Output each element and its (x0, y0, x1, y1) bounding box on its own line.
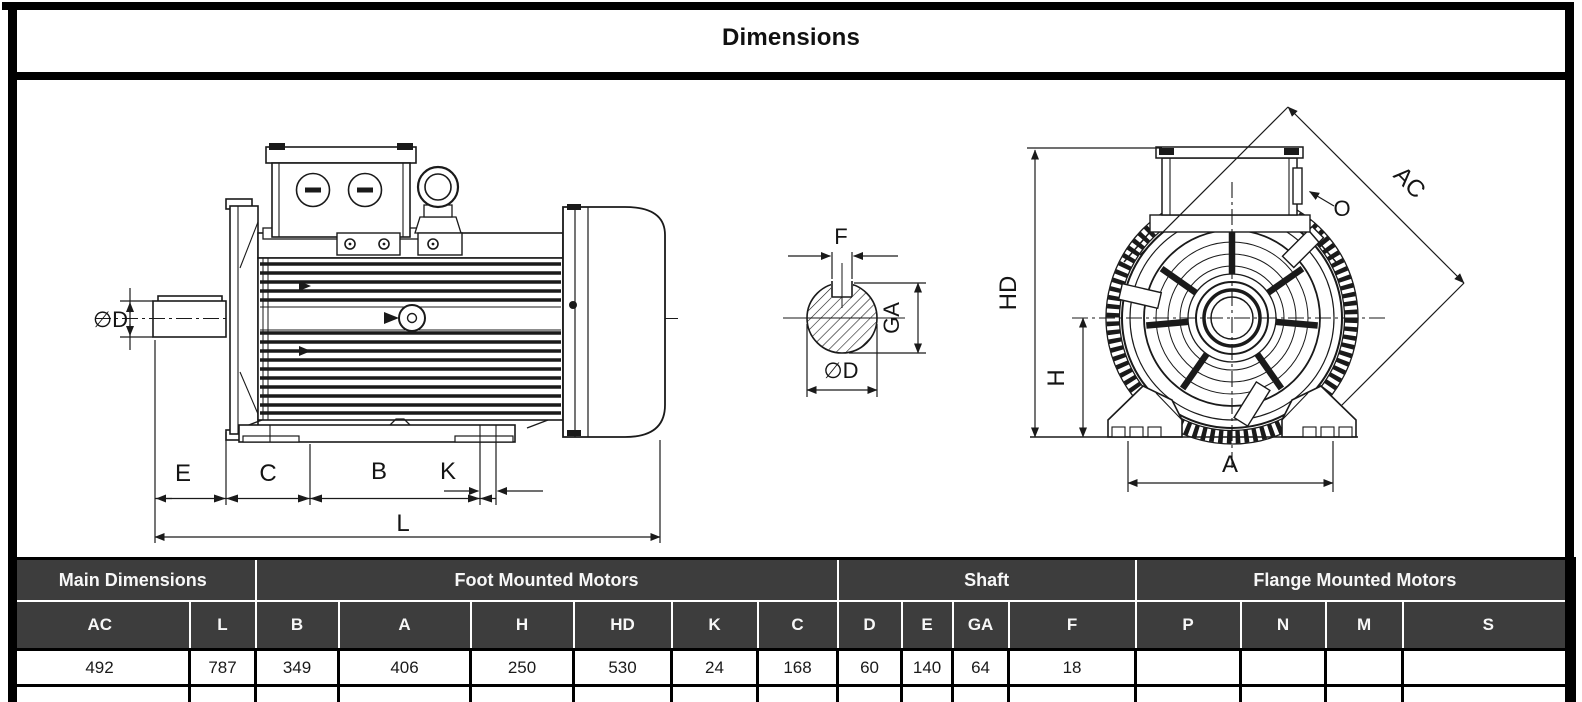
empty-cell (755, 684, 840, 702)
column-header-a: A (337, 600, 472, 651)
column-header-f: F (1007, 600, 1137, 651)
column-header-l: L (188, 600, 257, 651)
dim-label-a: A (1222, 451, 1238, 478)
table-empty-row (8, 684, 1577, 702)
empty-cell (670, 684, 759, 702)
empty-cell (254, 684, 340, 702)
column-header-ga: GA (951, 600, 1010, 651)
empty-cell (1239, 684, 1328, 702)
column-header-h: H (469, 600, 575, 651)
dim-label-f: F (834, 224, 847, 249)
motor-dimension-drawing: ∅D E C B K L F GA ∅D (93, 106, 1465, 543)
dim-label-hd: HD (995, 276, 1022, 311)
column-header-s: S (1401, 600, 1577, 651)
empty-cell (572, 684, 673, 702)
value-a: 406 (337, 648, 472, 687)
value-n (1239, 648, 1328, 687)
dimensions-table: Main Dimensions Foot Mounted Motors Shaf… (8, 557, 1577, 702)
column-header-k: K (670, 600, 759, 651)
dim-label-c: C (259, 460, 276, 487)
value-e: 140 (900, 648, 955, 687)
value-d: 60 (836, 648, 904, 687)
dim-label-k: K (440, 458, 456, 485)
column-header-ac: AC (8, 600, 191, 651)
value-s (1401, 648, 1577, 687)
side-view-dimensions (120, 288, 661, 543)
table-group-header-row: Main Dimensions Foot Mounted Motors Shaf… (8, 557, 1577, 602)
frame-rule-right (1565, 2, 1574, 702)
dim-label-o: O (1333, 196, 1350, 221)
value-p (1134, 648, 1243, 687)
shaft-section-dimensions (788, 251, 926, 397)
empty-cell (1007, 684, 1138, 702)
dim-label-b: B (371, 458, 387, 485)
column-header-b: B (254, 600, 340, 651)
value-hd: 530 (572, 648, 673, 687)
column-header-p: P (1134, 600, 1242, 651)
empty-cell (8, 684, 191, 702)
column-header-m: M (1324, 600, 1404, 651)
value-c: 168 (755, 648, 840, 687)
dim-label-diameter-d-side: ∅D (93, 307, 128, 332)
empty-cell (188, 684, 257, 702)
group-flange-mounted-motors: Flange Mounted Motors (1134, 557, 1577, 602)
group-shaft: Shaft (836, 557, 1137, 602)
empty-cell (951, 684, 1011, 702)
dim-label-l: L (396, 510, 409, 537)
column-header-n: N (1239, 600, 1327, 651)
value-l: 787 (188, 648, 257, 687)
shaft-section-view (783, 263, 905, 354)
empty-cell (469, 684, 575, 702)
empty-cell (836, 684, 904, 702)
empty-cell (1401, 684, 1577, 702)
group-main-dimensions: Main Dimensions (8, 557, 257, 602)
column-header-hd: HD (572, 600, 673, 651)
group-foot-mounted-motors: Foot Mounted Motors (254, 557, 839, 602)
frame-rule-top (2, 2, 1574, 10)
column-header-e: E (900, 600, 954, 651)
value-ga: 64 (951, 648, 1011, 687)
column-header-c: C (756, 600, 839, 651)
empty-cell (1324, 684, 1405, 702)
empty-cell (900, 684, 955, 702)
value-f: 18 (1007, 648, 1138, 687)
dim-label-h: H (1043, 369, 1070, 386)
table-value-row: 492 787 349 406 250 530 24 168 60 140 64… (8, 648, 1577, 687)
table-column-header-row: AC L B A H HD K C D E GA F P N M S (8, 600, 1577, 651)
value-ac: 492 (8, 648, 191, 687)
page-title: Dimensions (721, 24, 861, 51)
value-k: 24 (670, 648, 759, 687)
frame-rule-left (8, 2, 17, 702)
side-view (95, 143, 678, 443)
dim-label-e: E (175, 460, 191, 487)
value-m (1324, 648, 1405, 687)
front-view-dimensions (1027, 106, 1465, 492)
dim-label-ac: AC (1388, 161, 1431, 204)
value-b: 349 (254, 648, 340, 687)
column-header-d: D (836, 600, 903, 651)
empty-cell (337, 684, 472, 702)
dim-label-diameter-d-section: ∅D (823, 358, 858, 383)
value-h: 250 (469, 648, 575, 687)
empty-cell (1134, 684, 1243, 702)
dim-label-ga: GA (879, 302, 904, 334)
frame-rule-under-title (8, 72, 1574, 80)
